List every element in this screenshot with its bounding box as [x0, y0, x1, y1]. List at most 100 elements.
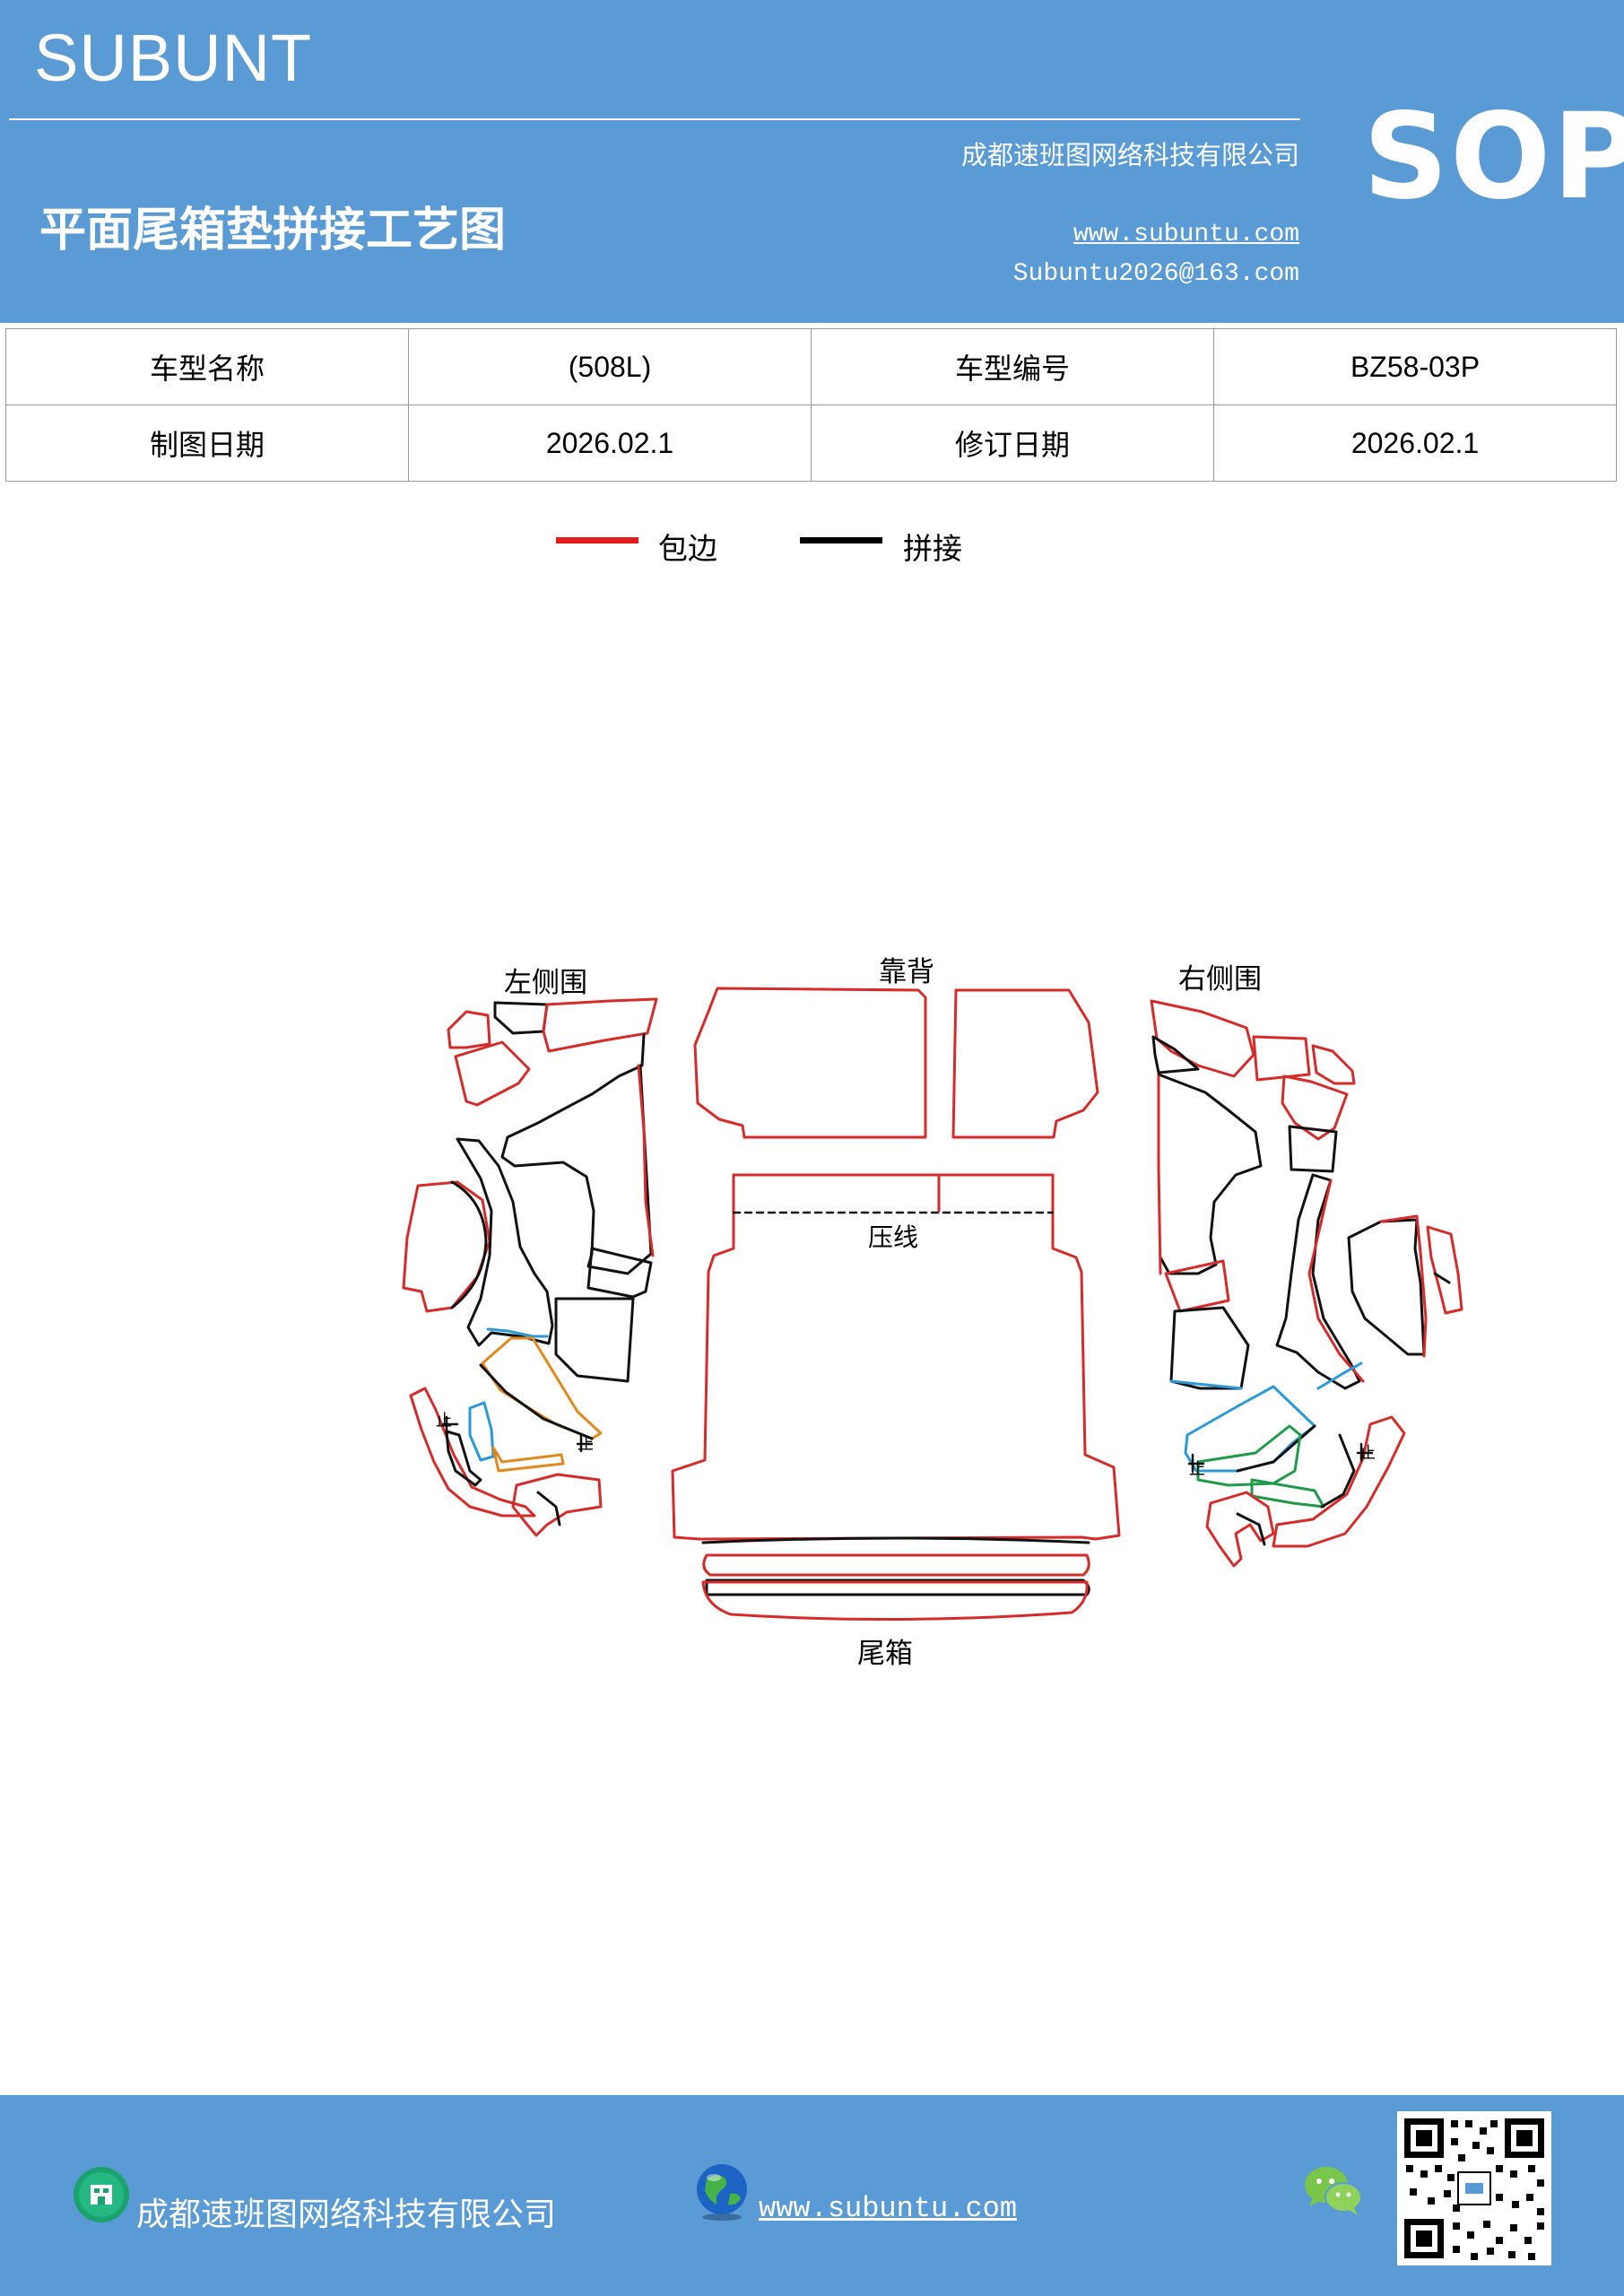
left-lower-panel — [554, 1297, 635, 1383]
right-piece-mid — [1281, 1074, 1349, 1141]
left-side-panels — [402, 997, 658, 1537]
stop-mark-label: 止 — [1189, 1460, 1205, 1479]
model-name-label: 车型名称 — [5, 328, 409, 405]
backrest-left-panel — [693, 987, 927, 1139]
left-panel-small — [454, 1040, 531, 1107]
left-small-curve — [445, 1430, 482, 1487]
right-bottom-foot — [1205, 1491, 1275, 1568]
stop-mark-label: 止 — [578, 1435, 594, 1454]
trunk-strip-1 — [701, 1536, 1090, 1544]
right-box-2-edge — [1169, 1379, 1243, 1390]
left-blue-strip — [468, 1401, 495, 1462]
model-code-value: BZ58-03P — [1213, 328, 1617, 405]
legend-swatch-seam — [800, 537, 882, 544]
legend-label-seam: 拼接 — [903, 531, 962, 566]
backrest-panels — [693, 987, 1099, 1139]
revision-date-value: 2026.02.1 — [1213, 404, 1617, 482]
right-green-piece — [1196, 1424, 1302, 1487]
left-wheelarch — [402, 1180, 491, 1313]
right-bottom-arm — [1272, 1415, 1406, 1548]
right-main-panel — [1157, 1073, 1263, 1275]
right-top-edge — [1150, 999, 1255, 1078]
stop-mark-label: 止 — [436, 1412, 452, 1431]
building-icon — [74, 2167, 129, 2222]
right-blue-top-seam — [1316, 1361, 1363, 1390]
table-row: 制图日期 2026.02.1 修订日期 2026.02.1 — [5, 404, 1617, 482]
globe-icon — [697, 2164, 747, 2221]
right-top-cube — [1252, 1035, 1311, 1082]
left-panel-label: 左侧围 — [504, 967, 587, 999]
brand-name: SUBUNT — [34, 21, 313, 95]
left-bottom-arm — [409, 1387, 536, 1518]
drawing-date-value: 2026.02.1 — [408, 404, 812, 482]
header-banner: SUBUNT 成都速班图网络科技有限公司 平面尾箱垫拼接工艺图 www.subu… — [0, 0, 1624, 323]
revision-date-label: 修订日期 — [811, 404, 1214, 482]
model-name-value: (508L) — [408, 328, 812, 405]
stop-marks — [441, 1415, 1374, 1473]
left-bottom-foot-inner — [536, 1491, 561, 1526]
right-blue-seam — [1236, 1424, 1316, 1473]
trunk-strip-2 — [702, 1553, 1090, 1577]
left-orange-strip — [491, 1446, 565, 1473]
website-link[interactable]: www.subuntu.com — [1073, 221, 1299, 248]
left-main-panel — [500, 1033, 653, 1275]
legend: 包边 拼接 — [0, 525, 1624, 570]
right-wheelarch — [1347, 1218, 1426, 1356]
left-bottom-foot — [511, 1473, 603, 1537]
footer-banner: 成都速班图网络科技有限公司 www.subuntu.com — [0, 2095, 1624, 2296]
right-green-strip — [1250, 1478, 1325, 1509]
header-divider — [9, 118, 1300, 120]
left-piece-top-edge — [542, 997, 658, 1053]
trunk-floor-outline — [671, 1173, 1121, 1541]
right-piece-top — [1151, 1035, 1200, 1074]
right-wheelarch-edge — [1379, 1214, 1428, 1358]
right-bottom-foot-inner — [1236, 1512, 1266, 1546]
stop-mark-label: 止 — [1359, 1444, 1376, 1463]
backrest-right-panel — [951, 988, 1099, 1139]
footer-website-link[interactable]: www.subuntu.com — [759, 2192, 1018, 2225]
wechat-icon — [1305, 2167, 1362, 2215]
table-row: 车型名称 (508L) 车型编号 BZ58-03P — [5, 328, 1617, 405]
right-outer-rim — [1157, 1074, 1162, 1275]
left-wheelarch-inner — [450, 1180, 488, 1309]
right-box-1 — [1164, 1259, 1230, 1313]
stop-mark-line — [576, 1433, 594, 1453]
left-outer-rim — [637, 1064, 655, 1257]
right-square — [1288, 1125, 1338, 1173]
model-code-label: 车型编号 — [811, 328, 1214, 405]
footer-company-name: 成都速班图网络科技有限公司 — [136, 2196, 557, 2233]
left-orange-piece — [481, 1336, 603, 1440]
qr-code — [1397, 2111, 1551, 2266]
stop-mark-line — [441, 1415, 459, 1433]
left-top-strip — [447, 1010, 491, 1049]
right-top-strip — [1311, 1044, 1356, 1085]
right-edge-stroke — [1307, 1178, 1365, 1383]
left-blue-seam — [486, 1327, 549, 1338]
left-piece-top — [493, 1001, 549, 1035]
right-end-tab-inner — [1433, 1272, 1451, 1284]
left-orange-seam — [479, 1363, 594, 1440]
company-name: 成都速班图网络科技有限公司 — [960, 140, 1299, 170]
sop-badge: SOP — [1363, 88, 1624, 226]
vehicle-info-table: 车型名称 (508L) 车型编号 BZ58-03P 制图日期 2026.02.1… — [5, 328, 1617, 482]
press-line-label: 压线 — [868, 1222, 919, 1252]
trunk-label: 尾箱 — [857, 1638, 913, 1670]
right-side-panels — [1150, 999, 1463, 1568]
legend-swatch-edge — [556, 537, 638, 544]
right-bottom-arm-inner — [1320, 1433, 1356, 1509]
stop-mark-line — [1187, 1453, 1205, 1473]
right-end-tab — [1426, 1225, 1463, 1315]
right-panel-label: 右侧围 — [1178, 963, 1262, 996]
right-box-2 — [1169, 1306, 1250, 1390]
trunk-floor-mat — [671, 1173, 1121, 1622]
legend-label-edge: 包边 — [658, 531, 717, 566]
email-address: Subuntu2026@163.com — [1012, 260, 1299, 288]
left-curved-panel — [456, 1137, 554, 1347]
document-title: 平面尾箱垫拼接工艺图 — [39, 203, 507, 257]
left-wing-piece — [586, 1247, 653, 1299]
backrest-label: 靠背 — [879, 956, 934, 988]
trunk-bottom-piece — [701, 1580, 1089, 1622]
stop-mark-line — [1356, 1442, 1374, 1462]
right-curved-panel — [1275, 1173, 1361, 1390]
